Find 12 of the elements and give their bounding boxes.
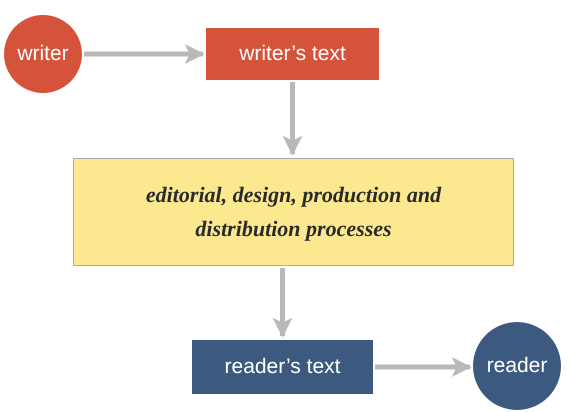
arrow bbox=[282, 82, 302, 156]
node-label: writer bbox=[17, 41, 69, 68]
node-label: reader’s text bbox=[224, 354, 340, 380]
node-label: reader bbox=[486, 353, 548, 380]
arrow bbox=[375, 357, 472, 377]
arrow bbox=[272, 268, 292, 338]
arrow bbox=[84, 44, 205, 64]
node-label: writer’s text bbox=[239, 41, 346, 68]
text-box bbox=[206, 28, 379, 80]
text-box bbox=[192, 340, 373, 394]
process-box bbox=[73, 158, 514, 266]
process-label: editorial, design, production and distribution processes bbox=[144, 181, 442, 243]
